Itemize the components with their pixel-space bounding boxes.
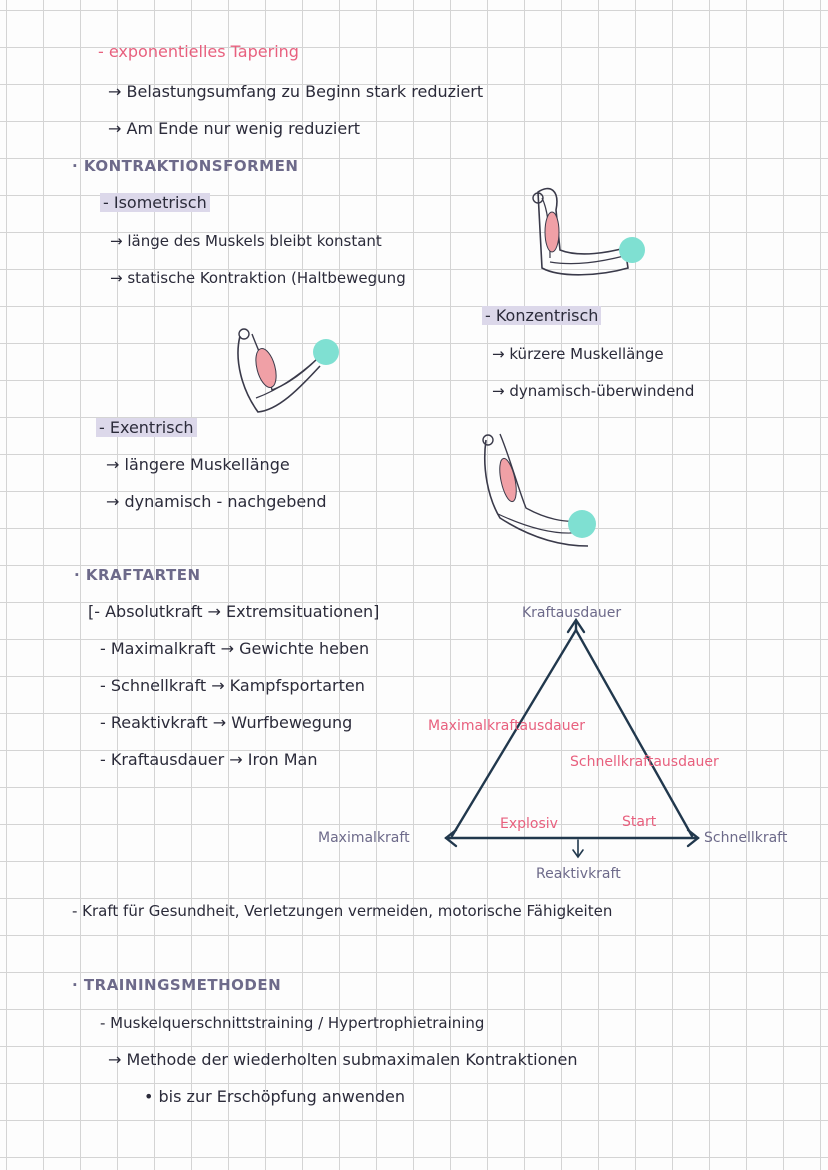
konzentrisch-title: - Konzentrisch bbox=[482, 306, 602, 326]
exzentrisch-line-2: → dynamisch - nachgebend bbox=[106, 492, 327, 511]
training-method: → Methode der wiederholten submaximalen … bbox=[108, 1050, 578, 1069]
exzentrisch-label: - Exentrisch bbox=[96, 418, 197, 437]
gesundheit-line: - Kraft für Gesundheit, Verletzungen ver… bbox=[72, 902, 613, 920]
kraftarten-heading: · KRAFTARTEN bbox=[74, 566, 201, 584]
triangle-bottom-right-label: Start bbox=[622, 814, 657, 830]
triangle-right-corner-label: Schnellkraft bbox=[704, 830, 788, 846]
tapering-line-1: → Belastungsumfang zu Beginn stark reduz… bbox=[108, 82, 484, 101]
isometrisch-line-1: → länge des Muskels bleibt konstant bbox=[110, 232, 382, 250]
tapering-line-2: → Am Ende nur wenig reduziert bbox=[108, 119, 361, 138]
triangle-right-edge-label: Schnellkraftausdauer bbox=[570, 754, 719, 770]
exzentrisch-line-1: → längere Muskellänge bbox=[106, 455, 290, 474]
training-item: - Muskelquerschnittstraining / Hypertrop… bbox=[100, 1014, 485, 1032]
triangle-left-corner-label: Maximalkraft bbox=[318, 830, 410, 846]
triangle-bottom-label: Reaktivkraft bbox=[536, 866, 621, 882]
isometrisch-title: - Isometrisch bbox=[100, 193, 210, 213]
training-heading: · TRAININGSMETHODEN bbox=[72, 976, 282, 994]
tapering-title: - exponentielles Tapering bbox=[98, 42, 299, 61]
kraftart-item-1: [- Absolutkraft → Extremsituationen] bbox=[88, 602, 380, 621]
arm-eccentric-illustration bbox=[482, 433, 596, 547]
isometrisch-line-2: → statische Kontraktion (Haltbewegung bbox=[110, 269, 406, 287]
triangle-bottom-left-label: Explosiv bbox=[500, 816, 558, 832]
kraftart-item-4: - Reaktivkraft → Wurfbewegung bbox=[100, 713, 353, 732]
konzentrisch-line-2: → dynamisch-überwindend bbox=[492, 382, 695, 400]
training-bullet: • bis zur Erschöpfung anwenden bbox=[144, 1087, 405, 1106]
arm-concentric-illustration bbox=[237, 328, 339, 413]
isometrisch-label: - Isometrisch bbox=[100, 193, 210, 212]
kraftart-item-2: - Maximalkraft → Gewichte heben bbox=[100, 639, 370, 658]
exzentrisch-title: - Exentrisch bbox=[96, 418, 197, 438]
triangle-left-edge-label: Maximalkraftausdauer bbox=[428, 718, 586, 734]
triangle-top-label: Kraftausdauer bbox=[522, 605, 622, 621]
kontraktion-heading: · KONTRAKTIONSFORMEN bbox=[72, 157, 299, 175]
arm-isometric-illustration bbox=[532, 187, 645, 276]
kraftart-item-3: - Schnellkraft → Kampfsportarten bbox=[100, 676, 365, 695]
konzentrisch-label: - Konzentrisch bbox=[482, 306, 602, 325]
kraftart-item-5: - Kraftausdauer → Iron Man bbox=[100, 750, 318, 769]
konzentrisch-line-1: → kürzere Muskellänge bbox=[492, 345, 664, 363]
